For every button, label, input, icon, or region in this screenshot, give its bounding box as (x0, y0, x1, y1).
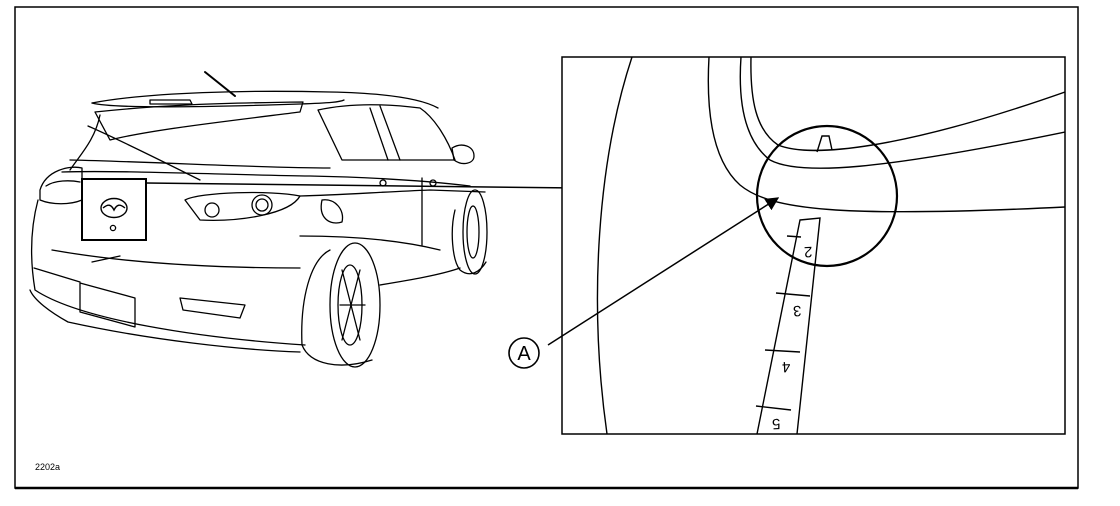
ruler-number-5: 5 (772, 415, 781, 432)
keyhole-marker (109, 224, 117, 232)
ruler-number-4: 4 (782, 358, 791, 375)
figure-code: 2202a (35, 462, 60, 472)
car-illustration (29, 71, 488, 368)
callout-arrow (547, 197, 780, 346)
magnifier-circle (755, 124, 899, 268)
callout-label-a: A (517, 343, 531, 365)
ruler-number-3: 3 (793, 302, 802, 319)
leader-arrow (145, 181, 580, 195)
detail-view-content (596, 57, 1065, 434)
keyhole-notch (816, 135, 833, 153)
callout-circle (508, 337, 540, 369)
emblem (100, 197, 128, 219)
ruler-number-2: 2 (804, 243, 813, 260)
